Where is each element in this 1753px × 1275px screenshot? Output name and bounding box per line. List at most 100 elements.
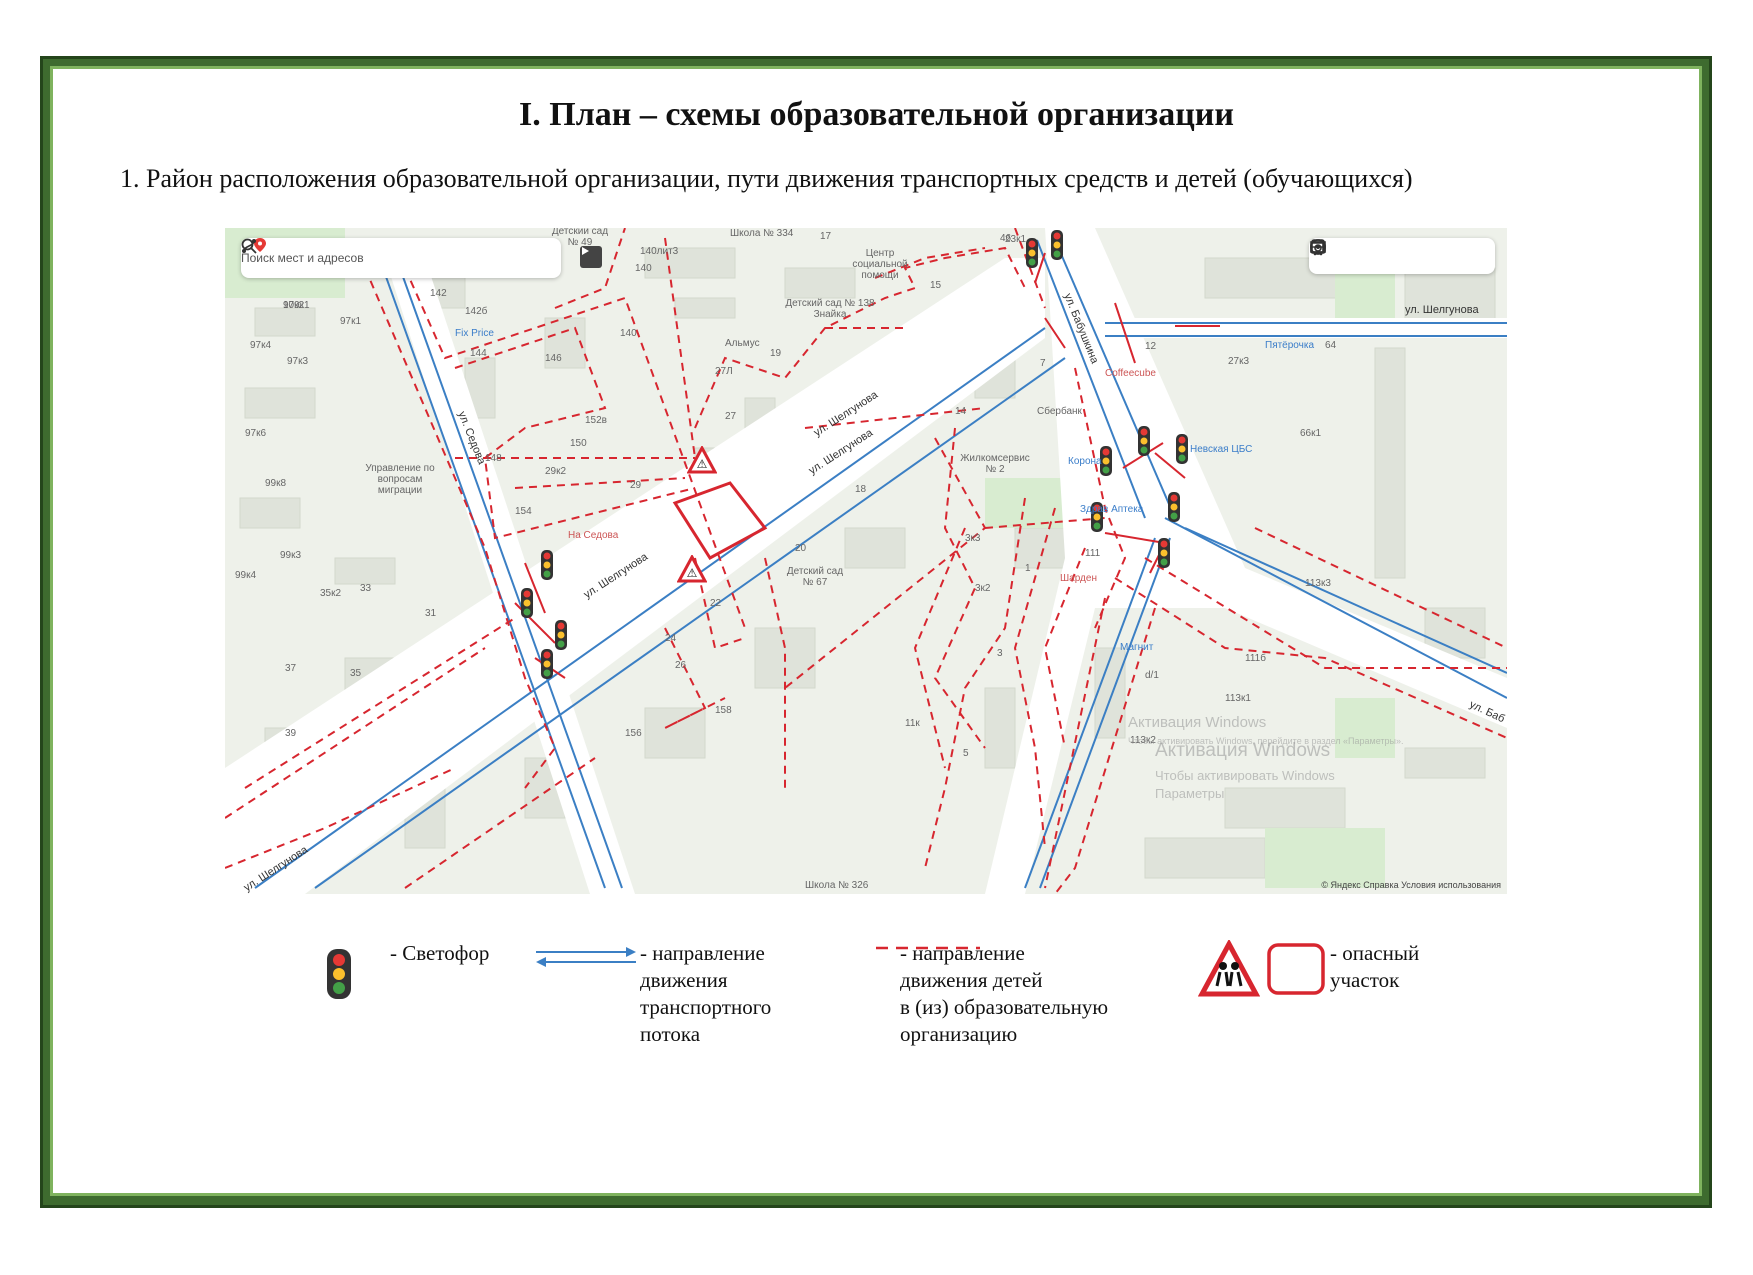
- house-number: 31: [425, 608, 437, 619]
- danger-sign-icon: ⚠: [677, 555, 707, 583]
- house-number: 27к3: [1228, 356, 1250, 367]
- page-title: I. План – схемы образовательной организа…: [519, 96, 1234, 133]
- poi-label[interactable]: Школа № 326: [805, 880, 869, 891]
- legend-danger-zone: - опасный участок: [1330, 941, 1420, 992]
- danger-sign-icon: [1198, 940, 1260, 997]
- house-number: 99к3: [280, 550, 302, 561]
- children-paths: [225, 228, 1507, 894]
- danger-zone-icon: [1267, 943, 1325, 995]
- poi-label[interactable]: Детский сад № 49: [551, 228, 609, 248]
- house-number: 66к1: [1300, 428, 1322, 439]
- house-number: 97к3: [287, 356, 309, 367]
- house-number: 14: [955, 406, 967, 417]
- house-number: 24: [665, 633, 677, 644]
- traffic-light-icon: [1026, 238, 1038, 268]
- camera-icon[interactable]: [1310, 242, 1415, 269]
- house-number: 99к8: [265, 478, 287, 489]
- house-number: 144: [470, 348, 487, 359]
- house-number: 7: [1040, 358, 1046, 369]
- house-number: 97к6: [245, 428, 267, 439]
- location-pin-icon: [254, 238, 266, 252]
- poi-label[interactable]: Управление по вопросам миграции: [365, 463, 435, 496]
- house-number: 18: [855, 484, 867, 495]
- watermark: Чтобы активировать Windows: [1155, 768, 1335, 783]
- map-canvas: [225, 228, 1507, 894]
- house-number: 29к2: [545, 466, 567, 477]
- poi-label[interactable]: Альмус: [725, 338, 760, 349]
- legend-traffic-flow: - направление движения транспортного пот…: [640, 941, 772, 1046]
- page-subtitle: 1. Район расположения образовательной ор…: [120, 164, 1413, 193]
- house-number: 97к4: [250, 340, 272, 351]
- watermark: Параметры: [1155, 786, 1225, 801]
- poi-label[interactable]: Детский сад № 138 Знайка: [785, 298, 875, 320]
- house-number: 19: [770, 348, 782, 359]
- house-number: 148: [485, 453, 502, 464]
- house-number: 22: [710, 598, 722, 609]
- house-number: 39: [285, 728, 297, 739]
- traffic-flow-arrows-icon: [536, 947, 636, 967]
- poi-label[interactable]: Сбербанк: [1037, 406, 1082, 417]
- children-path-dashes-icon: [876, 946, 980, 950]
- map-view[interactable]: ⚠ ⚠ Поиск мест и адресов ул. Седова у: [225, 228, 1507, 894]
- traffic-light-icon: [1051, 230, 1063, 260]
- house-number: 20: [795, 543, 807, 554]
- map-toolbar: [1309, 238, 1495, 274]
- house-number: 33: [360, 583, 372, 594]
- house-number: 156: [625, 728, 642, 739]
- house-number: 46: [1000, 233, 1012, 244]
- map-attribution[interactable]: © Яндекс Справка Условия использования: [1321, 880, 1501, 890]
- traffic-light-icon: [1158, 538, 1170, 568]
- traffic-light-icon: [327, 949, 351, 999]
- traffic-light-icon: [521, 588, 533, 618]
- poi-label[interactable]: Невская ЦБС: [1190, 444, 1253, 455]
- house-number: 142б: [465, 306, 488, 317]
- house-number: 140лит3: [640, 246, 679, 257]
- traffic-light-icon: [555, 620, 567, 650]
- poi-label[interactable]: Fix Price: [455, 328, 494, 339]
- house-number: 140: [620, 328, 637, 339]
- poi-label[interactable]: Центр социальной помощи: [852, 248, 908, 281]
- house-number: 97к2: [283, 300, 305, 311]
- poi-label[interactable]: Детский сад № 67: [786, 566, 844, 588]
- house-number: 64: [1325, 340, 1337, 351]
- house-number: 23к1: [1005, 234, 1027, 245]
- poi-label[interactable]: Шарден: [1060, 573, 1097, 584]
- house-number: 15: [930, 280, 942, 291]
- search-icon[interactable]: [241, 238, 513, 268]
- poi-label[interactable]: Школа № 334: [730, 228, 794, 239]
- map-search-bar[interactable]: Поиск мест и адресов: [241, 238, 561, 278]
- house-number: 3к2: [975, 583, 991, 594]
- ruler-icon[interactable]: [1313, 241, 1487, 269]
- play-icon[interactable]: [580, 246, 602, 268]
- traffic-light-icon: [1176, 434, 1188, 464]
- traffic-light-icon: [1091, 502, 1103, 532]
- house-number: 152в: [585, 415, 607, 426]
- house-number: 113к3: [1305, 578, 1331, 589]
- traffic-light-icon: [541, 649, 553, 679]
- house-number: 97к1: [340, 316, 362, 327]
- poi-label[interactable]: Магнит: [1120, 642, 1154, 653]
- svg-text:⚠: ⚠: [697, 457, 708, 471]
- poi-label[interactable]: Корона: [1068, 456, 1102, 467]
- house-number: 12: [1145, 341, 1157, 352]
- house-number: 35к2: [320, 588, 342, 599]
- watermark: Активация Windows: [1128, 714, 1267, 731]
- poi-label[interactable]: Здрав Аптека: [1080, 504, 1144, 515]
- poi-label[interactable]: Coffeecube: [1105, 368, 1156, 379]
- poi-label[interactable]: Жилкомсервис № 2: [960, 453, 1030, 475]
- poi-label[interactable]: На Седова: [568, 530, 619, 541]
- house-number: 26: [675, 660, 687, 671]
- watermark: Активация Windows: [1155, 740, 1331, 761]
- house-number: 11к: [905, 718, 920, 729]
- house-number: 111: [1085, 548, 1101, 559]
- poi-label[interactable]: Пятёрочка: [1265, 340, 1315, 351]
- route-icon[interactable]: [242, 239, 547, 268]
- panorama-icon[interactable]: [1310, 241, 1379, 269]
- house-number: 17: [820, 231, 832, 242]
- street-label: ул. Шелгунова: [1405, 304, 1479, 316]
- traffic-light-icon: [541, 550, 553, 580]
- house-number: 99к4: [235, 570, 257, 581]
- house-number: 27Л: [715, 366, 733, 377]
- bus-icon[interactable]: [1311, 239, 1451, 269]
- search-input[interactable]: Поиск мест и адресов: [241, 251, 364, 265]
